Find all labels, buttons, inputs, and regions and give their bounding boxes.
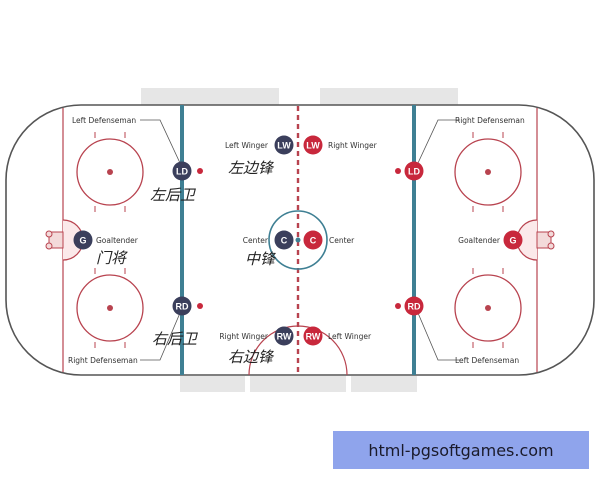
player-token-c-blue: C: [274, 230, 294, 250]
svg-text:C: C: [310, 236, 317, 246]
cn-center: 中锋: [245, 250, 277, 268]
svg-text:RD: RD: [176, 302, 189, 312]
bench-bottom-mid: [250, 376, 346, 392]
leader-right-defenseman-right: [417, 119, 460, 164]
player-token-lw-blue: LW: [274, 135, 294, 155]
player-token-goalie-left: G: [73, 230, 93, 250]
bench-top-left: [141, 88, 279, 105]
label-right-winger-red: Right Winger: [328, 141, 378, 150]
leader-left-defenseman: [140, 119, 181, 164]
center-circle: [268, 210, 328, 270]
player-token-rd-left: RD: [172, 296, 192, 316]
player-token-ld-right: LD: [404, 161, 424, 181]
neutral-dot-left-top: [197, 168, 203, 174]
player-token-c-red: C: [303, 230, 323, 250]
faceoff-circle-left-top: [76, 132, 144, 212]
svg-text:G: G: [79, 236, 86, 246]
bench-bottom-right: [351, 376, 417, 392]
faceoff-circle-left-bottom: [76, 268, 144, 348]
svg-text:LW: LW: [306, 141, 320, 151]
leader-right-defenseman-left: [140, 312, 181, 361]
svg-text:LD: LD: [408, 167, 420, 177]
label-goaltender-left: Goaltender: [96, 236, 139, 245]
watermark-text: html-pgsoftgames.com: [368, 440, 554, 460]
bench-top-right: [320, 88, 458, 105]
referee-crease: [248, 325, 348, 376]
player-token-ld-left: LD: [172, 161, 192, 181]
svg-text:RD: RD: [408, 302, 421, 312]
label-left-winger-blue: Left Winger: [225, 141, 269, 150]
label-center-red: Center: [329, 236, 355, 245]
neutral-dot-left-bottom: [197, 303, 203, 309]
label-right-defenseman-left: Right Defenseman: [68, 356, 138, 365]
label-center-blue: Center: [243, 236, 269, 245]
bench-bottom-left: [180, 376, 245, 392]
center-dot: [295, 237, 301, 243]
label-left-winger-red: Left Winger: [328, 332, 372, 341]
label-goaltender-right: Goaltender: [458, 236, 501, 245]
label-right-defenseman-right: Right Defenseman: [455, 116, 525, 125]
label-left-defenseman: Left Defenseman: [72, 116, 136, 125]
svg-text:RW: RW: [277, 332, 292, 342]
player-token-rw-blue: RW: [274, 326, 294, 346]
label-right-winger-blue: Right Winger: [219, 332, 269, 341]
blue-line-left: [180, 105, 184, 375]
svg-text:LW: LW: [277, 141, 291, 151]
faceoff-circle-right-bottom: [454, 268, 522, 348]
player-token-rd-right: RD: [404, 296, 424, 316]
player-token-lw-red: LW: [303, 135, 323, 155]
svg-text:G: G: [509, 236, 516, 246]
svg-text:LD: LD: [176, 167, 188, 177]
cn-right-defenseman: 右后卫: [152, 330, 198, 348]
leader-left-defenseman-right: [417, 312, 460, 361]
blue-line-right: [412, 105, 416, 375]
cn-goaltender: 门将: [96, 249, 128, 267]
cn-left-winger: 左边锋: [228, 159, 275, 177]
faceoff-circle-right-top: [454, 132, 522, 212]
watermark-banner: html-pgsoftgames.com: [333, 431, 589, 469]
player-token-goalie-right: G: [503, 230, 523, 250]
neutral-dot-right-top: [395, 168, 401, 174]
neutral-dot-right-bottom: [395, 303, 401, 309]
player-token-rw-red: RW: [303, 326, 323, 346]
svg-text:RW: RW: [306, 332, 321, 342]
label-left-defenseman-right: Left Defenseman: [455, 356, 519, 365]
svg-text:C: C: [281, 236, 288, 246]
cn-left-defenseman: 左后卫: [150, 186, 196, 204]
cn-right-winger: 右边锋: [228, 348, 275, 366]
